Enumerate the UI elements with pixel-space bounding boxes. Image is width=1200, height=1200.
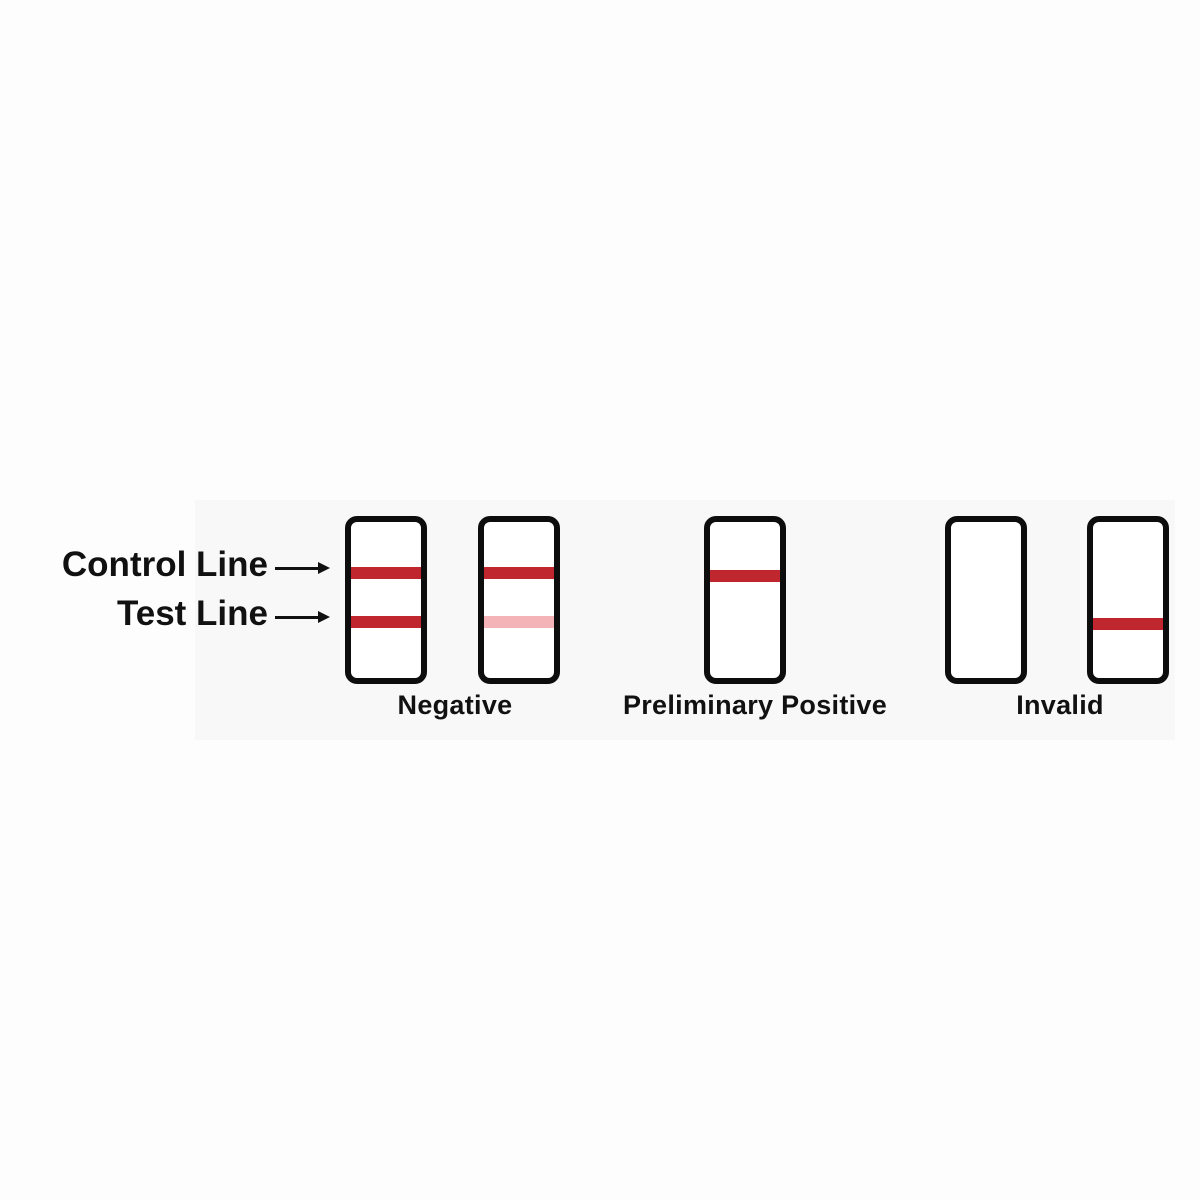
test-cassette-negative-1 (345, 516, 427, 684)
preliminary-positive-label: Preliminary Positive (622, 690, 888, 720)
test-line-mark (1093, 618, 1163, 630)
control-line-mark (710, 570, 780, 582)
test-line-arrow (275, 611, 330, 623)
test-line-label: Test Line (116, 594, 268, 633)
test-line-mark-faint (484, 616, 554, 628)
control-line-arrow (275, 562, 330, 574)
test-line-mark (351, 616, 421, 628)
test-cassette-negative-2 (478, 516, 560, 684)
negative-label: Negative (397, 690, 513, 720)
test-cassette-invalid-1 (945, 516, 1027, 684)
control-line-mark (351, 567, 421, 579)
test-cassette-preliminary-positive (704, 516, 786, 684)
test-cassette-invalid-2 (1087, 516, 1169, 684)
control-line-label: Control Line (61, 545, 268, 584)
control-line-mark (484, 567, 554, 579)
invalid-label: Invalid (1016, 690, 1104, 720)
